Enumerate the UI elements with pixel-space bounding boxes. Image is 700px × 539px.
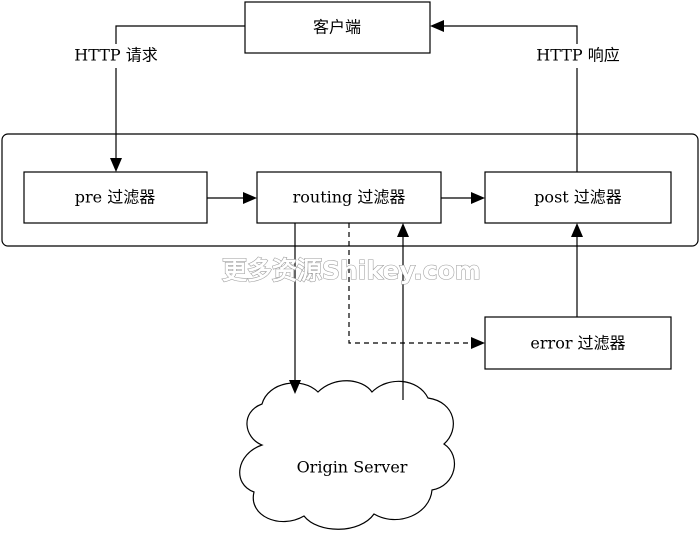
client-label: 客户端 (313, 18, 361, 37)
http-response-label-bg (528, 44, 628, 68)
cloud-shape (239, 380, 455, 530)
http-request-label: HTTP 请求 (74, 46, 157, 65)
post-filter-label: post 过滤器 (534, 188, 622, 207)
error-filter-label: error 过滤器 (530, 334, 625, 353)
watermark-text: 更多资源Shikey.com (222, 256, 481, 285)
http-response-label: HTTP 响应 (536, 46, 619, 65)
routing-filter-node: routing 过滤器 (256, 171, 442, 224)
http-request-label-bg (68, 44, 164, 68)
pre-filter-label: pre 过滤器 (75, 188, 155, 207)
origin-server-node: Origin Server (239, 380, 455, 530)
error-to-post-arrowhead (571, 223, 583, 237)
routing-to-origin-arrowhead (289, 380, 301, 394)
origin-to-routing-edge (397, 223, 409, 400)
client-node: 客户端 (244, 1, 431, 54)
error-filter-node: error 过滤器 (484, 316, 672, 370)
routing-to-post-edge (441, 192, 485, 204)
http-request-arrowhead (110, 158, 122, 172)
post-filter-node: post 过滤器 (484, 171, 672, 224)
routing-to-post-arrowhead (471, 192, 485, 204)
origin-server-label: Origin Server (297, 458, 408, 477)
routing-to-error-edge (348, 223, 485, 349)
pre-to-routing-edge (207, 192, 257, 204)
http-request-edge (110, 25, 245, 172)
filter-chain-container (1, 133, 699, 247)
pre-filter-node: pre 过滤器 (23, 171, 208, 224)
error-to-post-edge (571, 223, 583, 317)
pre-to-routing-arrowhead (243, 192, 257, 204)
routing-filter-label: routing 过滤器 (293, 188, 406, 207)
routing-to-error-arrowhead (471, 337, 485, 349)
http-response-arrowhead (430, 20, 444, 32)
http-response-edge (430, 20, 578, 172)
routing-to-origin-edge (289, 223, 301, 394)
origin-to-routing-arrowhead (397, 223, 409, 237)
